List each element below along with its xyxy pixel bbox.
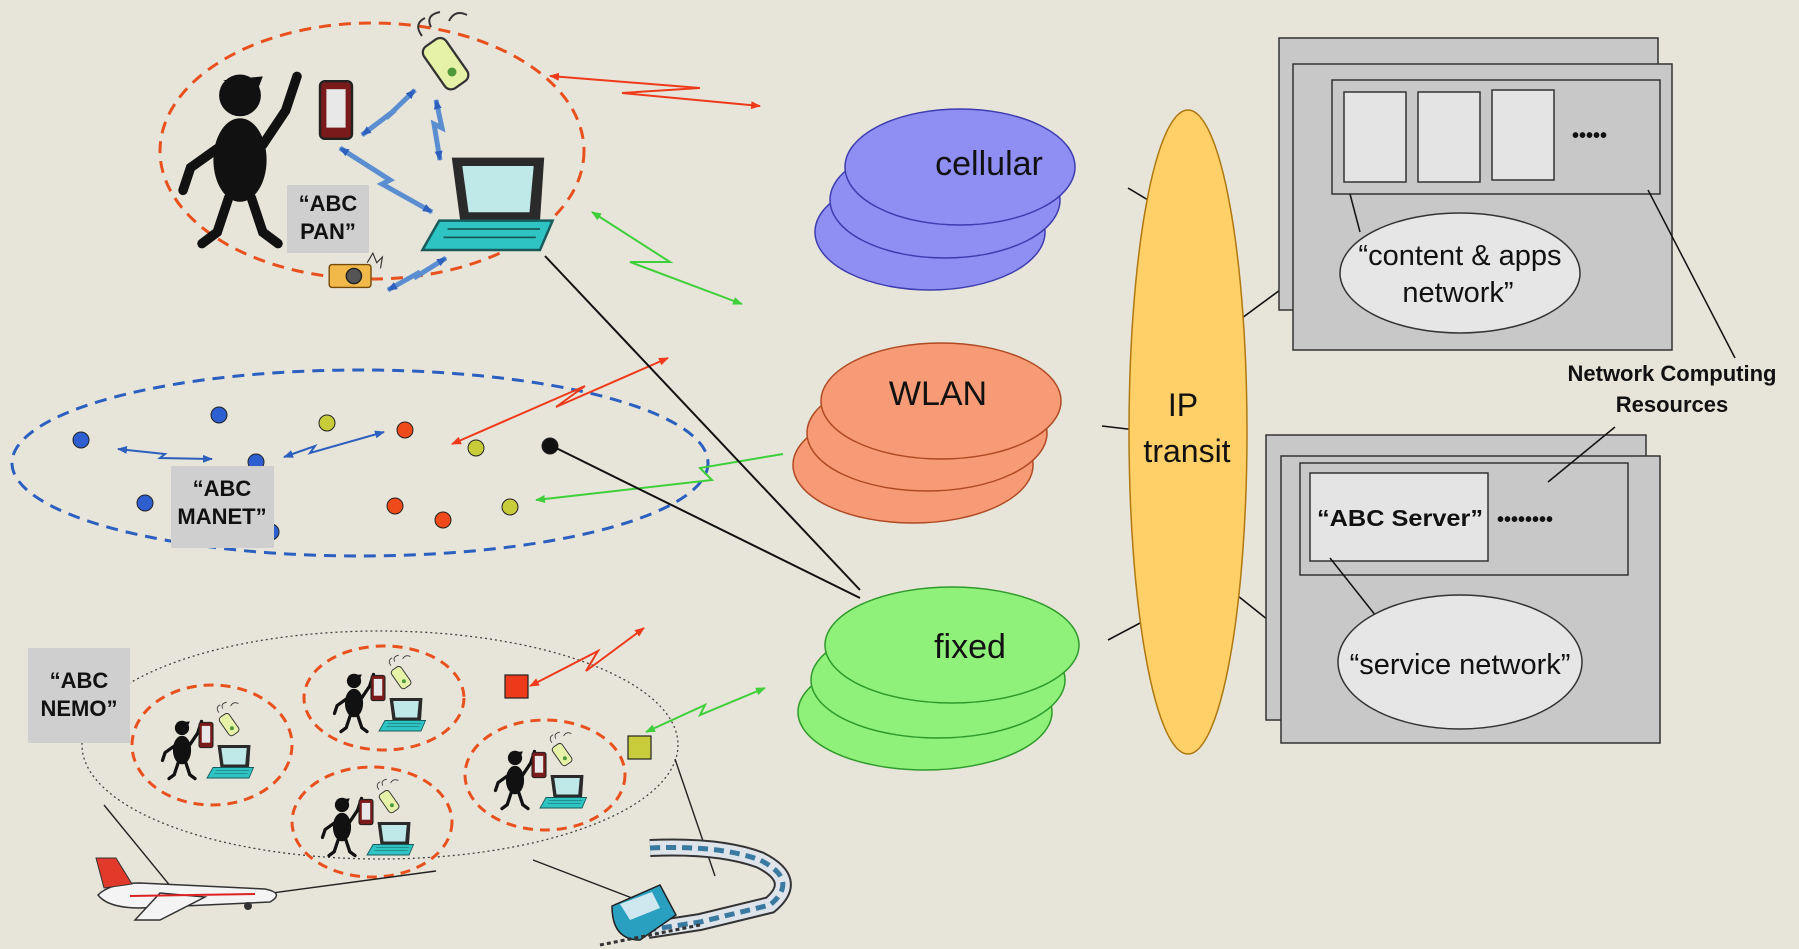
user-group-icon (496, 732, 587, 808)
wlan-label: WLAN (889, 375, 987, 413)
cellular-label: cellular (935, 145, 1043, 183)
service-network-label: “service network” (1350, 649, 1571, 681)
content-apps-server-stack: ••••• “content & apps network” (1278, 37, 1673, 351)
router-red (504, 674, 529, 699)
user-group-icon (163, 702, 254, 778)
person-icon (183, 74, 297, 243)
train-icon (599, 838, 792, 947)
content-apps-label-line1: “content & apps (1358, 240, 1561, 272)
camera-icon (328, 252, 384, 289)
fixed-label: fixed (934, 628, 1006, 666)
wlan-network: WLAN (792, 342, 1062, 524)
ncr-label-line2: Resources (1616, 392, 1729, 417)
server-dots: ••••• (1572, 125, 1607, 147)
transit-label-line2: transit (1143, 433, 1230, 469)
server-dots: •••••••• (1497, 509, 1553, 531)
cellular-network: cellular (814, 108, 1076, 291)
manet-node (72, 406, 559, 541)
service-server-stack: “ABC Server” •••••••• “service network” (1265, 434, 1661, 744)
content-apps-label-line2: network” (1402, 277, 1513, 309)
ip-transit: IP transit (1128, 109, 1248, 755)
ncr-label-line1: Network Computing (1568, 361, 1777, 386)
laptop-icon (421, 156, 554, 252)
cordless-phone-icon (417, 10, 473, 94)
user-group-icon (323, 779, 414, 855)
fixed-network: fixed (797, 586, 1080, 771)
abc-server-label: “ABC Server” (1317, 505, 1483, 531)
transit-label-line1: IP (1168, 387, 1198, 423)
ncr-annotation: Network Computing Resources (1547, 189, 1777, 483)
router-yellow (627, 735, 652, 760)
airplane-icon (95, 857, 278, 921)
user-group-icon (335, 655, 426, 731)
wired-links (544, 255, 861, 599)
wireless-links (451, 72, 784, 733)
pda-icon (318, 79, 354, 141)
